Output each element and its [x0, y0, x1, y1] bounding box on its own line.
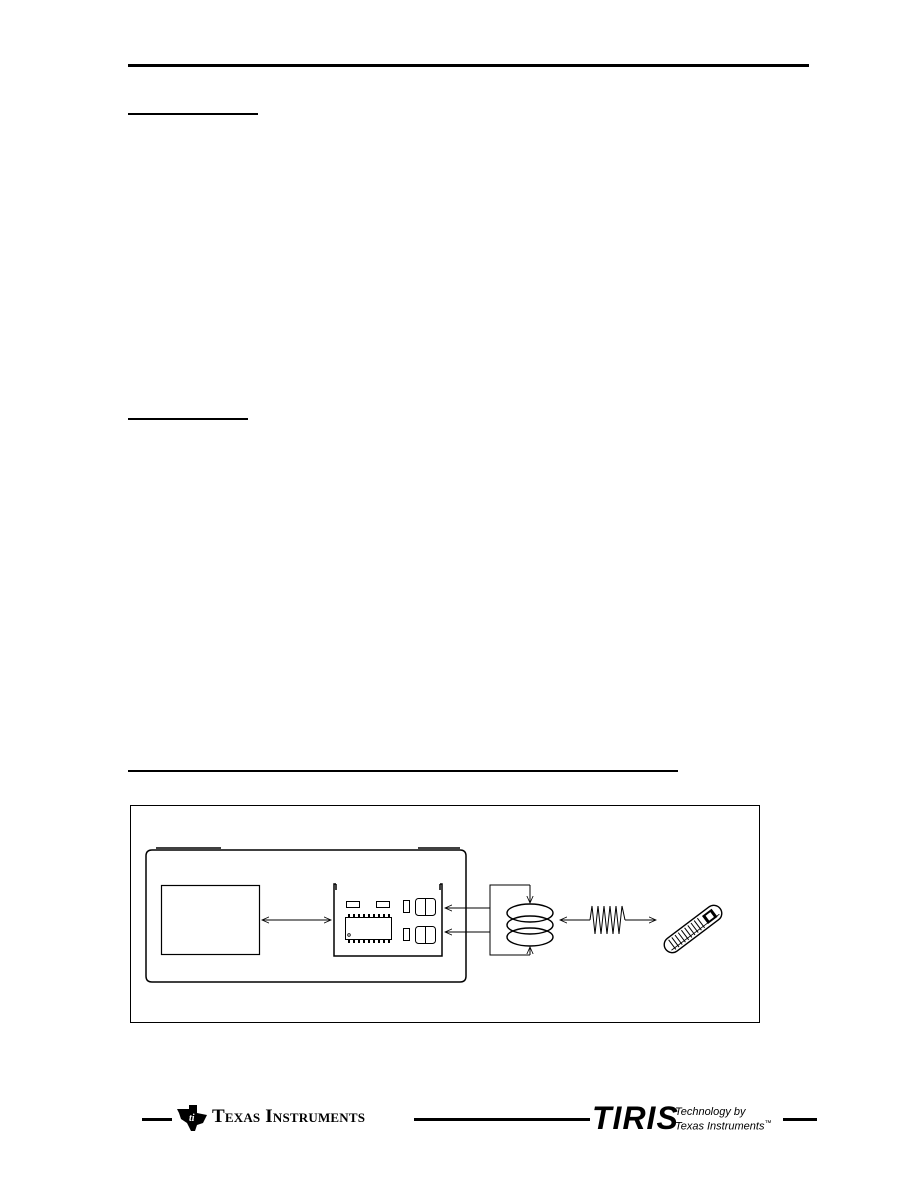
- transponder-icon: [663, 904, 723, 954]
- diagram-frame: [130, 805, 760, 1023]
- footer-rule-right: [783, 1118, 817, 1121]
- footer-tagline-line2-text: Texas Instruments: [675, 1120, 765, 1133]
- footer-tagline: Technology by Texas Instruments™: [675, 1106, 771, 1133]
- footer-rule-middle: [414, 1118, 590, 1121]
- svg-text:ti: ti: [189, 1113, 195, 1124]
- figure-title-underline: [128, 770, 678, 772]
- section-1-heading-underline: [128, 113, 258, 115]
- ti-logo-icon: ti: [177, 1105, 207, 1131]
- section-2-heading-underline: [128, 418, 248, 420]
- footer-tagline-line1: Technology by: [675, 1106, 746, 1118]
- header-rule: [128, 64, 809, 67]
- footer-tagline-line2: Texas Instruments™: [675, 1118, 771, 1133]
- rf-signal-icon: [560, 905, 656, 935]
- antenna-coil-icon: [506, 903, 554, 947]
- rf-module-board: [333, 883, 443, 957]
- footer-rule-left: [142, 1118, 172, 1121]
- footer-company: Texas Instruments: [212, 1106, 366, 1127]
- footer-brand: TIRIS: [592, 1100, 679, 1136]
- host-box: [160, 884, 261, 956]
- footer-tagline-trademark: ™: [764, 1120, 772, 1127]
- reader-enclosure: [145, 849, 467, 983]
